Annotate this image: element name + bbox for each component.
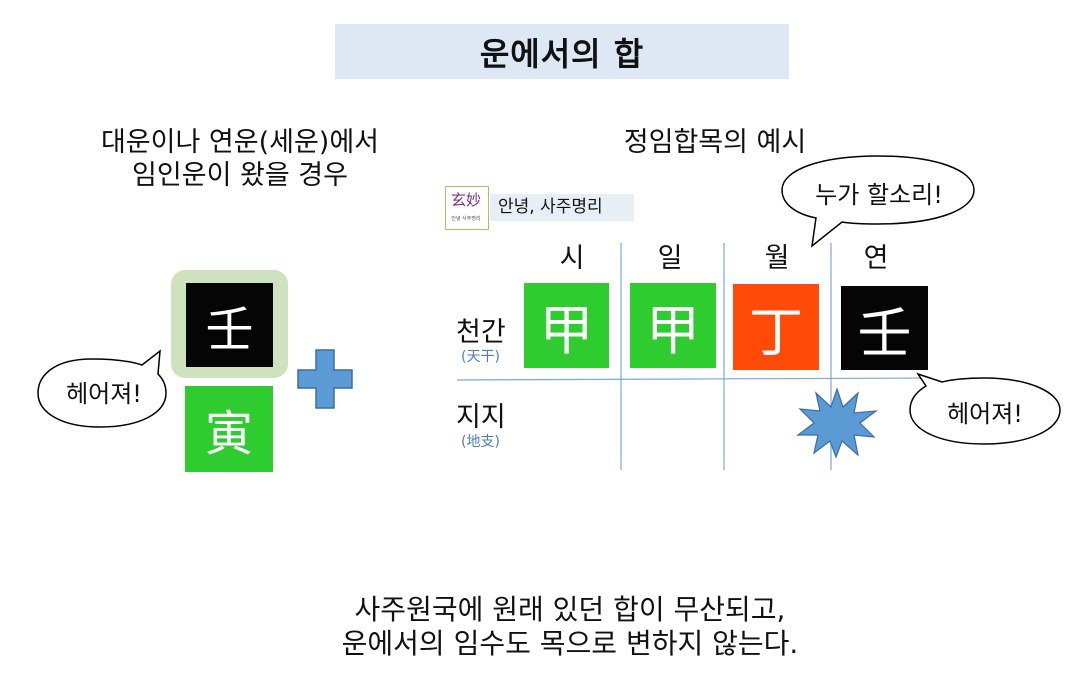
bottom-caption: 사주원국에 원래 있던 합이 무산되고, 운에서의 임수도 목으로 변하지 않는… <box>240 593 900 661</box>
fortune-branch-tile: 寅 <box>185 386 273 472</box>
left-speech-bubble <box>37 349 167 428</box>
page-title: 운에서의 합 <box>335 24 789 79</box>
bottom-caption-line-1: 사주원국에 원래 있던 합이 무산되고, <box>354 593 786 626</box>
column-hour: 시 <box>559 243 585 274</box>
left-caption-line-2: 임인운이 왔을 경우 <box>132 160 348 191</box>
left-bubble-text: 헤어져! <box>66 380 142 408</box>
row-sub-earthly: (地支) <box>461 434 500 450</box>
row-label-earthly: 지지 <box>456 402 506 433</box>
grid-line <box>456 377 931 381</box>
column-month: 월 <box>764 243 790 274</box>
plus-icon <box>297 349 353 409</box>
row-label-heavenly: 천간 <box>456 317 506 348</box>
stem-tile-hour: 甲 <box>524 283 609 368</box>
top-speech-bubble <box>781 155 975 248</box>
stem-tile-day: 甲 <box>630 283 716 368</box>
brand-logo-subtext: 안녕 사주명리 <box>451 216 481 222</box>
brand-logo-mark: 玄妙 <box>450 191 481 209</box>
fortune-stem-tile: 壬 <box>186 283 273 367</box>
right-speech-bubble <box>909 372 1061 445</box>
column-day: 일 <box>657 243 683 274</box>
bottom-caption-line-2: 운에서의 임수도 목으로 변하지 않는다. <box>341 627 799 660</box>
brand-name: 안녕, 사주명리 <box>490 194 634 221</box>
column-year: 연 <box>863 243 889 274</box>
burst-icon <box>796 387 878 459</box>
right-caption: 정임합목의 예시 <box>623 127 807 158</box>
right-bubble-text: 헤어져! <box>947 400 1023 428</box>
left-caption: 대운이나 연운(세운)에서 임인운이 왔을 경우 <box>40 126 440 192</box>
top-bubble-text: 누가 할소리! <box>815 181 943 209</box>
row-sub-heavenly: (天干) <box>461 349 500 365</box>
stem-tile-year: 壬 <box>841 286 928 370</box>
left-caption-line-1: 대운이나 연운(세운)에서 <box>100 127 380 158</box>
stem-tile-month: 丁 <box>733 284 819 370</box>
brand-logo <box>445 186 489 230</box>
